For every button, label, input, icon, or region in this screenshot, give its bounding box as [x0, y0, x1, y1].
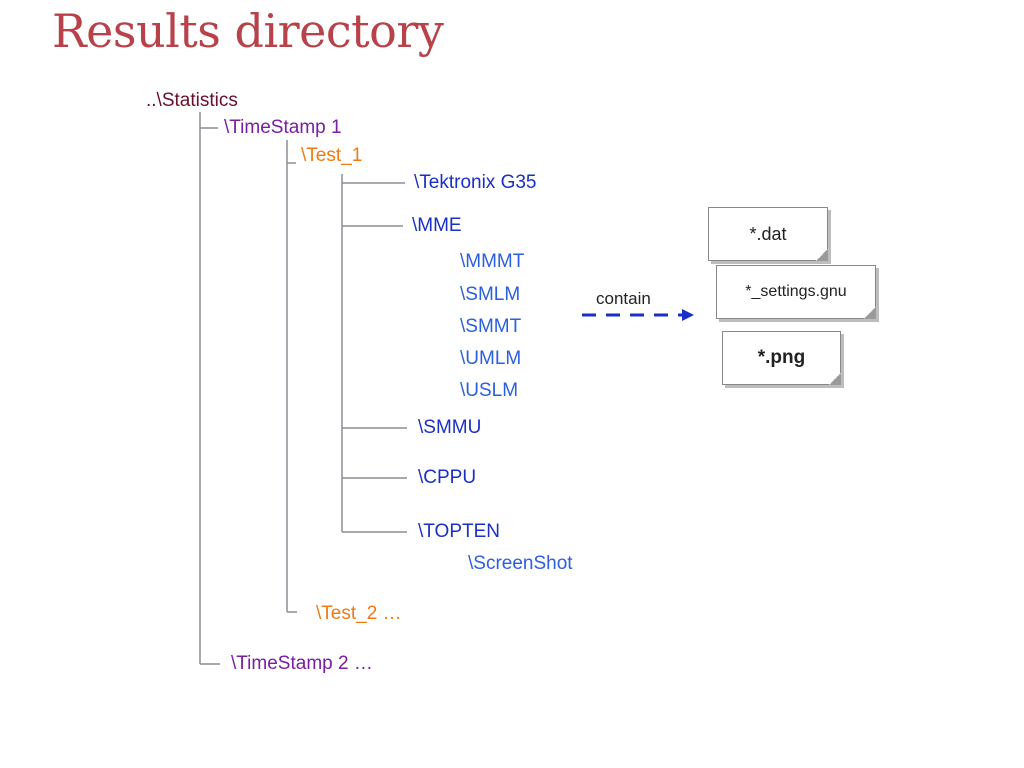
- contain-arrow-head: [682, 309, 694, 321]
- tree-mme-sub-smlm: \SMLM: [460, 284, 521, 305]
- page-title: Results directory: [52, 4, 444, 58]
- tree-timestamp-1: \TimeStamp 1: [224, 117, 342, 138]
- page-fold-icon: [816, 249, 828, 261]
- file-note-png-label: *.png: [757, 347, 806, 368]
- tree-mme-sub-umlm: \UMLM: [460, 348, 522, 369]
- tree-root: ..\Statistics: [146, 90, 238, 111]
- tree-smmu: \SMMU: [418, 417, 482, 438]
- file-note-png: *.png: [722, 331, 841, 385]
- tree-screenshot: \ScreenShot: [468, 553, 573, 574]
- file-note-settings: *_settings.gnu: [716, 265, 876, 319]
- tree-cppu: \CPPU: [418, 467, 477, 488]
- contain-label: contain: [596, 289, 651, 308]
- file-note-dat: *.dat: [708, 207, 828, 261]
- tree-topten: \TOPTEN: [418, 521, 500, 542]
- file-note-settings-label: *_settings.gnu: [745, 283, 847, 300]
- tree-test-2: \Test_2 …: [316, 603, 402, 624]
- tree-timestamp-2: \TimeStamp 2 …: [231, 653, 373, 674]
- tree-mme-sub-mmmt: \MMMT: [460, 251, 525, 272]
- tree-mme-sub-uslm: \USLM: [460, 380, 519, 401]
- tree-test-1: \Test_1: [301, 145, 363, 166]
- tree-mme: \MME: [412, 215, 462, 236]
- page-fold-icon: [864, 307, 876, 319]
- file-note-dat-label: *.dat: [749, 223, 787, 244]
- tree-mme-sub-smmt: \SMMT: [460, 316, 522, 337]
- tree-tektronix: \Tektronix G35: [414, 172, 537, 193]
- page-fold-icon: [829, 373, 841, 385]
